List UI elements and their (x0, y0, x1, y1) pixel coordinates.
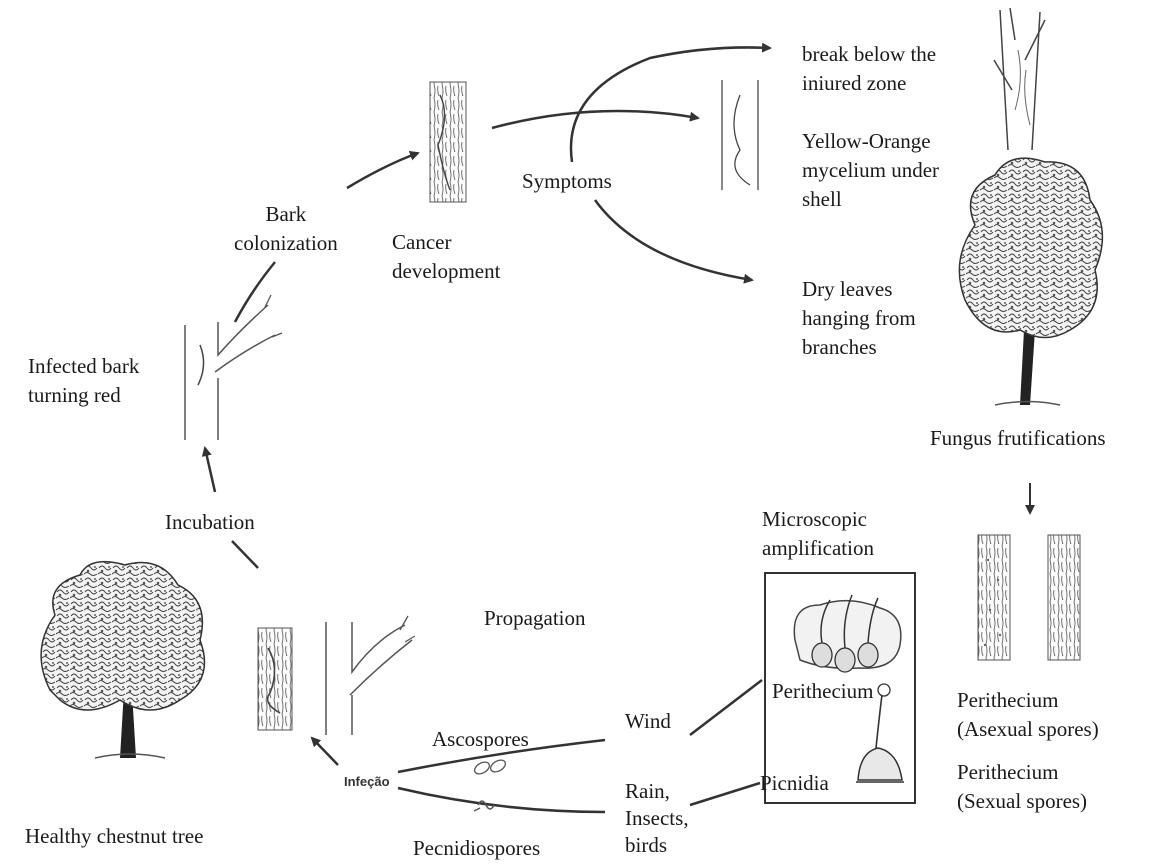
arrow-incubation-tail (232, 541, 258, 568)
healthy-tree-icon (41, 562, 204, 758)
fungus-frutifications-label: Fungus frutifications (930, 424, 1106, 453)
line-rain-to-picnidia (690, 783, 760, 805)
arrow-symptoms-to-break (571, 47, 770, 162)
diseased-tree-icon (959, 158, 1102, 405)
line-wind-to-box (690, 680, 762, 735)
arrow-infecao-to-tree (312, 738, 338, 765)
mycelium-bark-icon (722, 80, 758, 190)
infecao-label: Infeção (344, 774, 390, 790)
propagation-label: Propagation (484, 604, 585, 633)
yellow-orange-label: Yellow-Orangemycelium undershell (802, 127, 939, 214)
cancer-development-label: Cancerdevelopment (392, 228, 500, 286)
bark-icon (430, 82, 466, 202)
perithecium-sexual-label: Perithecium(Sexual spores) (957, 758, 1087, 816)
pecnidiospores-label: Pecnidiospores (413, 834, 540, 863)
arrow-colonization-to-cancer (347, 153, 418, 188)
arrow-cancer-to-mycelium (492, 111, 698, 128)
incubation-label: Incubation (165, 508, 255, 537)
broken-trunk-icon (994, 8, 1045, 150)
infected-bark-label: Infected barkturning red (28, 352, 139, 410)
ascospore-icon (473, 758, 508, 777)
infected-bark-pieces-icon (258, 616, 415, 735)
dry-leaves-label: Dry leaveshanging frombranches (802, 275, 916, 362)
symptoms-label: Symptoms (522, 167, 612, 196)
healthy-tree-label: Healthy chestnut tree (25, 822, 203, 851)
bark-colonization-label: Barkcolonization (234, 200, 338, 258)
perithecium-asexual-label: Perithecium(Asexual spores) (957, 686, 1099, 744)
arrow-symptoms-to-dry-leaves (595, 200, 752, 280)
microscopic-amplification-label: Microscopicamplification (762, 505, 874, 563)
perithecium-icon (794, 595, 901, 672)
rain-insects-birds-label: Rain,Insects,birds (625, 778, 689, 859)
picnidia-label: Picnidia (760, 769, 829, 798)
wind-label: Wind (625, 707, 671, 736)
break-label: break below theiniured zone (802, 40, 936, 98)
arrow-infected-to-colonization (235, 262, 275, 322)
branch-icon (185, 295, 282, 440)
perithecium-box-label: Perithecium (772, 677, 873, 706)
arrow-incubation-to-infected-bark (205, 448, 215, 492)
line-pecnidiospores (398, 788, 605, 812)
ascospores-label: Ascospores (432, 725, 529, 754)
fungus-bark-icon (978, 535, 1080, 660)
